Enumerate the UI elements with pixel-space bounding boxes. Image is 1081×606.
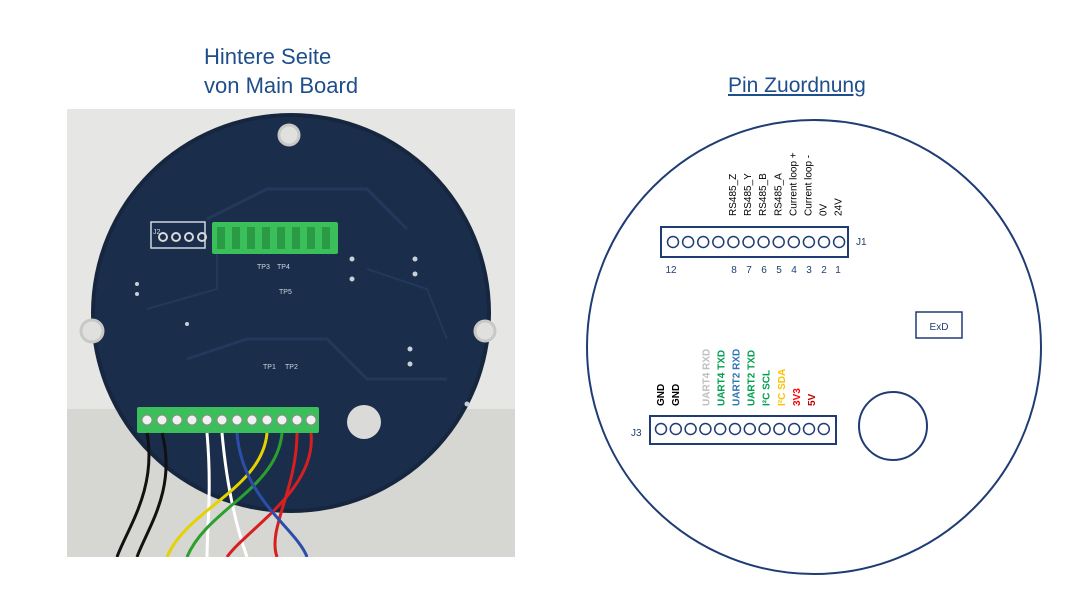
- j3-connector: [649, 415, 837, 445]
- photo-title-line2: von Main Board: [204, 73, 359, 98]
- j1-pin-number: 7: [746, 265, 752, 276]
- j1-pin-number: 2: [821, 265, 827, 276]
- exd-logo-label: ExD: [930, 322, 949, 333]
- j3-pin: [669, 422, 683, 436]
- j1-pin-number: 4: [791, 265, 797, 276]
- tp-label: TP2: [285, 364, 298, 371]
- j1-pin-number: 12: [665, 265, 677, 276]
- j3-signal-label: 3V3: [792, 388, 803, 406]
- board-outline-circle: [586, 119, 1042, 575]
- j1-pin-number: 1: [835, 265, 841, 276]
- j1-pin-number: 8: [731, 265, 737, 276]
- j1-signal-label: RS485_A: [773, 173, 784, 216]
- j1-pin: [787, 235, 801, 249]
- j3-label: J3: [631, 428, 642, 439]
- j3-signal-label: UART4 TXD: [716, 350, 727, 406]
- j1-pin: [772, 235, 785, 249]
- pin-title: Pin Zuordnung: [728, 74, 866, 97]
- j3-signal-labels: GND GND UART4 RXD UART4 TXD UART2 RXD UART2 T…: [656, 349, 818, 406]
- j3-pins: [654, 422, 831, 436]
- photo-title-line1: Hintere Seite: [204, 44, 332, 69]
- mounting-hole: [277, 123, 301, 147]
- terminal-block-j3: [137, 407, 319, 433]
- j1-pin: [817, 235, 831, 249]
- j3-pin: [758, 422, 771, 436]
- mounting-hole-circle: [858, 391, 928, 461]
- j1-pin: [832, 235, 846, 249]
- board-photo: J2 TP3 TP4 TP1 TP2 TP5: [67, 109, 515, 557]
- j3-pin: [773, 422, 786, 436]
- j3-signal-label: GND: [656, 384, 667, 406]
- j3-signal-label: I²C SDA: [777, 369, 788, 406]
- j3-signal-label: UART2 RXD: [732, 349, 743, 406]
- j1-pin: [742, 235, 755, 249]
- j1-signal-label: Current loop +: [788, 152, 799, 216]
- tp-label: TP3: [257, 264, 270, 271]
- tp-label: TP5: [279, 289, 292, 296]
- j1-pin: [757, 235, 770, 249]
- mounting-hole: [473, 319, 497, 343]
- j3-signal-label: GND: [671, 384, 682, 406]
- terminal-block-j1: [212, 222, 338, 254]
- j3-pin: [728, 422, 742, 436]
- j1-pin-number: 6: [761, 265, 767, 276]
- j1-signal-label: RS485_Z: [728, 174, 739, 216]
- j1-pin-number: 5: [776, 265, 782, 276]
- j3-signal-label: UART2 TXD: [747, 350, 758, 406]
- j3-pin: [743, 422, 757, 436]
- exd-logo-box: [915, 311, 963, 339]
- j3-signal-label: I²C SCL: [762, 370, 773, 406]
- j3-pin: [654, 422, 668, 436]
- tp-label: TP4: [277, 264, 290, 271]
- j3-pin: [817, 422, 831, 436]
- j1-pins: [666, 235, 846, 249]
- j1-pin: [696, 235, 710, 249]
- board-photo-svg: J2 TP3 TP4 TP1 TP2 TP5: [67, 109, 515, 557]
- j3-pin: [802, 422, 816, 436]
- j1-pin-number: 3: [806, 265, 812, 276]
- j3-signal-label: 5V: [807, 393, 818, 406]
- j1-signal-label: 0V: [819, 203, 830, 216]
- j1-signal-label: Current loop -: [804, 155, 815, 216]
- j1-pin: [802, 235, 816, 249]
- photo-title: Hintere Seite von Main Board: [204, 42, 358, 100]
- j3-pin: [713, 422, 727, 436]
- j1-signal-label: 24V: [834, 198, 845, 216]
- j3-pin: [787, 422, 801, 436]
- j1-signal-label: RS485_B: [758, 173, 769, 216]
- j1-label: J1: [856, 237, 867, 248]
- mounting-hole: [347, 405, 381, 439]
- j1-signal-label: RS485_Y: [743, 173, 754, 216]
- j1-signal-labels: RS485_Z RS485_Y RS485_B RS485_A Current loop…: [728, 152, 845, 216]
- j3-pin: [699, 422, 712, 436]
- tp-label: TP1: [263, 364, 276, 371]
- header-label: J2: [153, 229, 161, 236]
- j3-pin: [684, 422, 697, 436]
- j3-signal-label: UART4 RXD: [701, 349, 712, 406]
- j1-pin: [681, 235, 695, 249]
- j1-pin: [666, 235, 680, 249]
- j1-connector: [660, 226, 849, 258]
- j1-pin: [712, 235, 725, 249]
- j1-pin: [727, 235, 740, 249]
- mounting-hole: [79, 318, 105, 344]
